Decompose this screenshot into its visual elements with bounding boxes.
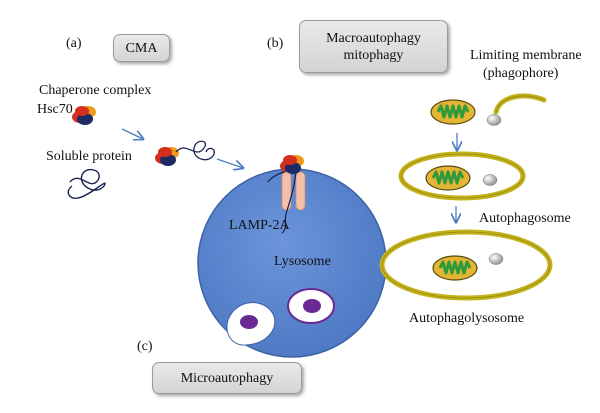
micro-vesicle-internal [287,288,335,324]
phagophore-membrane [493,93,547,115]
lamp2a-receptor [267,169,306,234]
cma-box-label: CMA [125,40,158,56]
autophagolysosome [379,229,553,301]
panel-label-b: (b) [267,36,284,51]
autophagosome-label: Autophagosome [479,211,571,226]
macroautophagy-box: Macroautophagy mitophagy [299,20,448,73]
chaperone-complex-label: Chaperone complex [39,83,152,98]
phagophore-label: (phagophore) [483,66,559,81]
microautophagy-box: Microautophagy [152,362,302,394]
mitophagy-label: mitophagy [343,47,404,63]
panel-label-c: (c) [137,339,153,354]
limiting-membrane-label: Limiting membrane [470,48,582,63]
soluble-protein-label: Soluble protein [46,149,132,164]
lamp2a-label: LAMP-2A [229,218,290,233]
macroautophagy-label: Macroautophagy [326,30,421,46]
micro-vesicle-invagination [226,302,276,346]
lysosome-label: Lysosome [274,254,331,269]
hsc70-chaperone-icon [72,106,96,125]
hsc70-label: Hsc70 [37,102,73,117]
mitochondrion-free [429,93,547,126]
autophagosome [398,151,526,201]
autophagolysosome-label: Autophagolysosome [409,311,525,326]
cma-arrow-1 [121,128,143,139]
soluble-protein-icon [67,168,106,200]
microautophagy-label: Microautophagy [180,370,274,386]
cma-arrow-2 [216,158,243,168]
cma-box: CMA [113,34,170,62]
chaperone-substrate-complex [155,140,215,166]
panel-label-a: (a) [66,36,82,51]
